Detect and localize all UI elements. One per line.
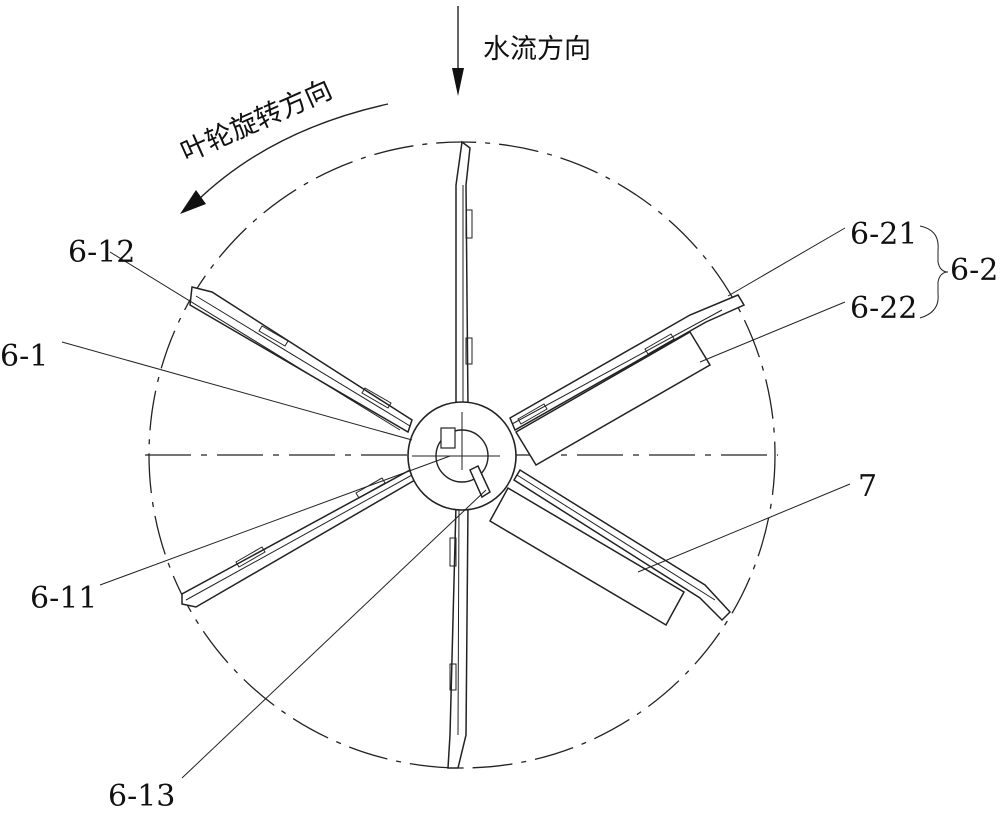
label-6-1: 6-1	[0, 339, 48, 374]
blade-bottom-clip-2	[449, 663, 457, 691]
hub-key	[469, 464, 491, 499]
blade-upper-left-clip-2	[361, 387, 392, 409]
leader-6-22	[699, 301, 846, 363]
leader-6-21	[727, 227, 846, 297]
box-upper-right	[514, 330, 712, 467]
blade-lower-left-clip-2	[235, 546, 266, 568]
rotation-arrow-arc	[195, 103, 389, 203]
blade-top-clip-1	[465, 209, 473, 239]
label-6-11: 6-11	[30, 581, 97, 616]
label-7: 7	[858, 469, 877, 504]
blade-top-clip-2	[465, 337, 473, 365]
blade-upper-left-inner	[195, 295, 411, 427]
blade-lower-right-inner	[516, 474, 716, 601]
blade-upper-right	[509, 294, 746, 432]
leader-6-12	[109, 251, 401, 431]
water-flow-arrow-head	[452, 68, 464, 96]
label-6-21: 6-21	[850, 217, 917, 252]
rotation-label: 叶轮旋转方向	[176, 74, 337, 168]
blade-lower-left	[181, 468, 416, 608]
label-6-12: 6-12	[68, 235, 135, 270]
label-6-2: 6-2	[950, 253, 998, 288]
label-6-22: 6-22	[850, 291, 917, 326]
water-flow-label: 水流方向	[483, 34, 591, 65]
rotation-arrow-head	[180, 190, 206, 214]
blade-upper-right-clip-2	[644, 333, 675, 355]
blade-lower-left-clip-1	[355, 477, 386, 499]
leader-6-1	[61, 341, 413, 441]
leader-7	[637, 483, 851, 573]
box-lower-right	[488, 486, 686, 627]
leader-6-11	[99, 455, 451, 586]
label-6-13: 6-13	[108, 779, 175, 814]
blade-bottom-inner	[457, 504, 460, 736]
blade-upper-right-inner	[511, 309, 723, 425]
blade-bottom-clip-1	[449, 537, 457, 567]
leader-6-13	[181, 489, 487, 779]
blade-upper-left-clip-1	[258, 325, 289, 347]
hub-keyway	[440, 427, 456, 449]
blade-upper-right-clip-1	[517, 403, 548, 425]
blade-lower-left-inner	[185, 474, 413, 601]
brace-6-2	[919, 225, 949, 319]
